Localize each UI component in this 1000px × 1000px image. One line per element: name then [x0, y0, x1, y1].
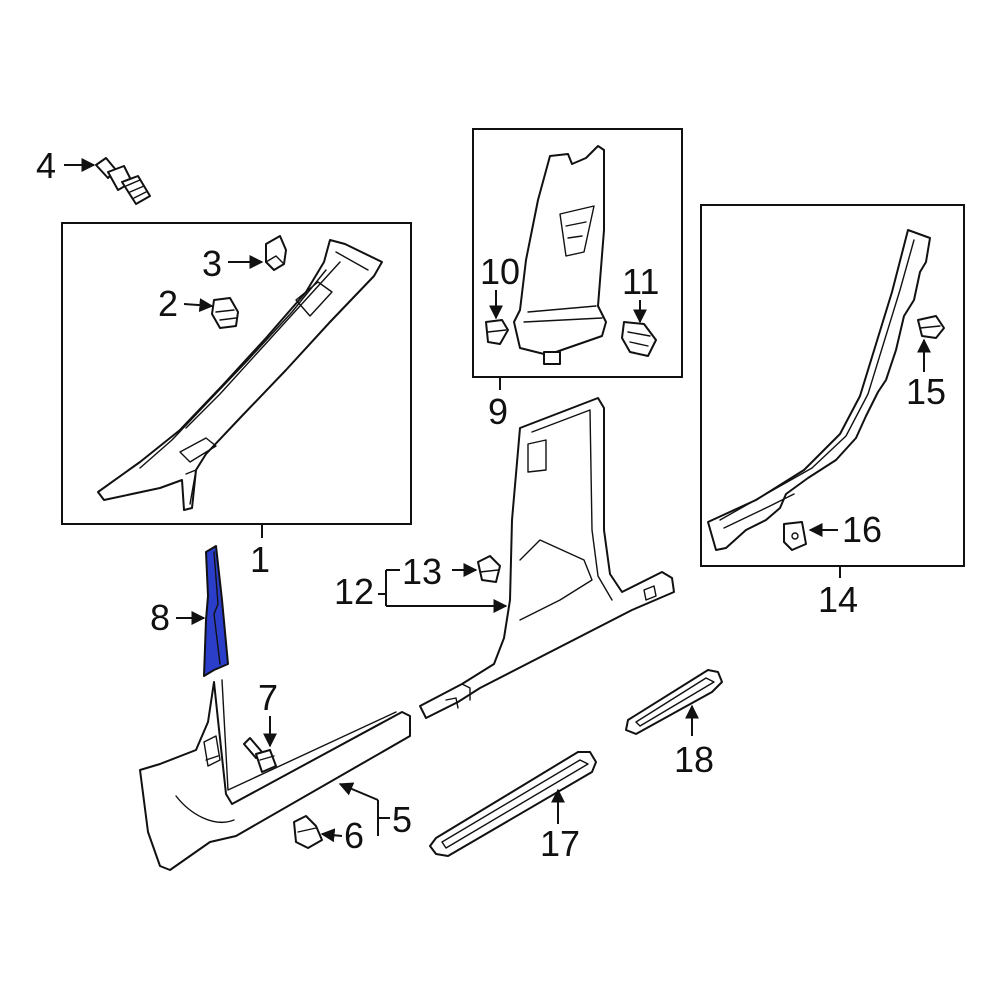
callout-4: 4 [36, 145, 96, 186]
callout-12-label: 12 [334, 571, 374, 612]
part-18-scuff-plate[interactable] [625, 669, 723, 735]
callout-6-label: 6 [344, 815, 364, 856]
callout-4-label: 4 [36, 145, 56, 186]
callout-14-label: 14 [818, 579, 858, 620]
callout-13: 13 [402, 551, 478, 592]
callout-16: 16 [808, 509, 882, 550]
part-3-clip[interactable] [265, 235, 287, 271]
part-17-scuff-plate[interactable] [429, 751, 597, 857]
callout-18: 18 [674, 704, 714, 780]
part-7-bolt[interactable] [243, 737, 277, 773]
part-11-clip[interactable] [621, 321, 657, 357]
part-5-lower-trim[interactable] [139, 679, 411, 871]
callout-13-label: 13 [402, 551, 442, 592]
part-14-box [700, 204, 965, 567]
callout-7-label: 7 [258, 677, 278, 718]
callout-15: 15 [906, 338, 946, 412]
part-12-b-pillar-lower-trim[interactable] [419, 397, 675, 719]
callout-9: 9 [488, 377, 508, 432]
callout-5-label: 5 [392, 799, 412, 840]
callout-8: 8 [150, 597, 206, 638]
callout-2: 2 [158, 283, 214, 324]
part-6-clip[interactable] [293, 815, 323, 849]
callout-11-label: 11 [622, 261, 659, 302]
callout-6: 6 [320, 815, 364, 856]
callout-17-label: 17 [540, 823, 580, 864]
callout-7: 7 [258, 677, 278, 748]
callout-12: 12 [334, 569, 508, 613]
callout-1-label: 1 [250, 539, 270, 580]
part-16-clip[interactable] [783, 521, 807, 551]
callout-8-label: 8 [150, 597, 170, 638]
callout-18-label: 18 [674, 739, 714, 780]
callout-9-label: 9 [488, 391, 508, 432]
part-13-clip[interactable] [477, 555, 501, 583]
callout-10-label: 10 [480, 251, 520, 292]
callout-11: 11 [622, 261, 659, 324]
callout-16-label: 16 [842, 509, 882, 550]
callout-17: 17 [540, 788, 580, 864]
callout-10: 10 [480, 251, 520, 320]
callout-1: 1 [250, 524, 270, 580]
part-9-b-pillar-upper-trim[interactable] [513, 145, 607, 365]
callout-2-label: 2 [158, 283, 178, 324]
callout-14: 14 [818, 566, 858, 620]
part-1-a-pillar-trim[interactable] [97, 239, 383, 511]
callout-5: 5 [338, 782, 412, 840]
part-1-box [61, 222, 412, 525]
callout-15-label: 15 [906, 371, 946, 412]
part-8-trim-highlighted[interactable] [203, 545, 229, 677]
callout-3-label: 3 [202, 243, 222, 284]
part-9-box [472, 128, 683, 378]
part-4-stud[interactable] [95, 157, 151, 205]
part-14-c-pillar-trim[interactable] [707, 229, 931, 551]
part-10-clip[interactable] [485, 319, 509, 345]
part-2-clip[interactable] [211, 297, 239, 329]
part-15-clip[interactable] [917, 315, 945, 339]
callout-3: 3 [202, 243, 264, 284]
